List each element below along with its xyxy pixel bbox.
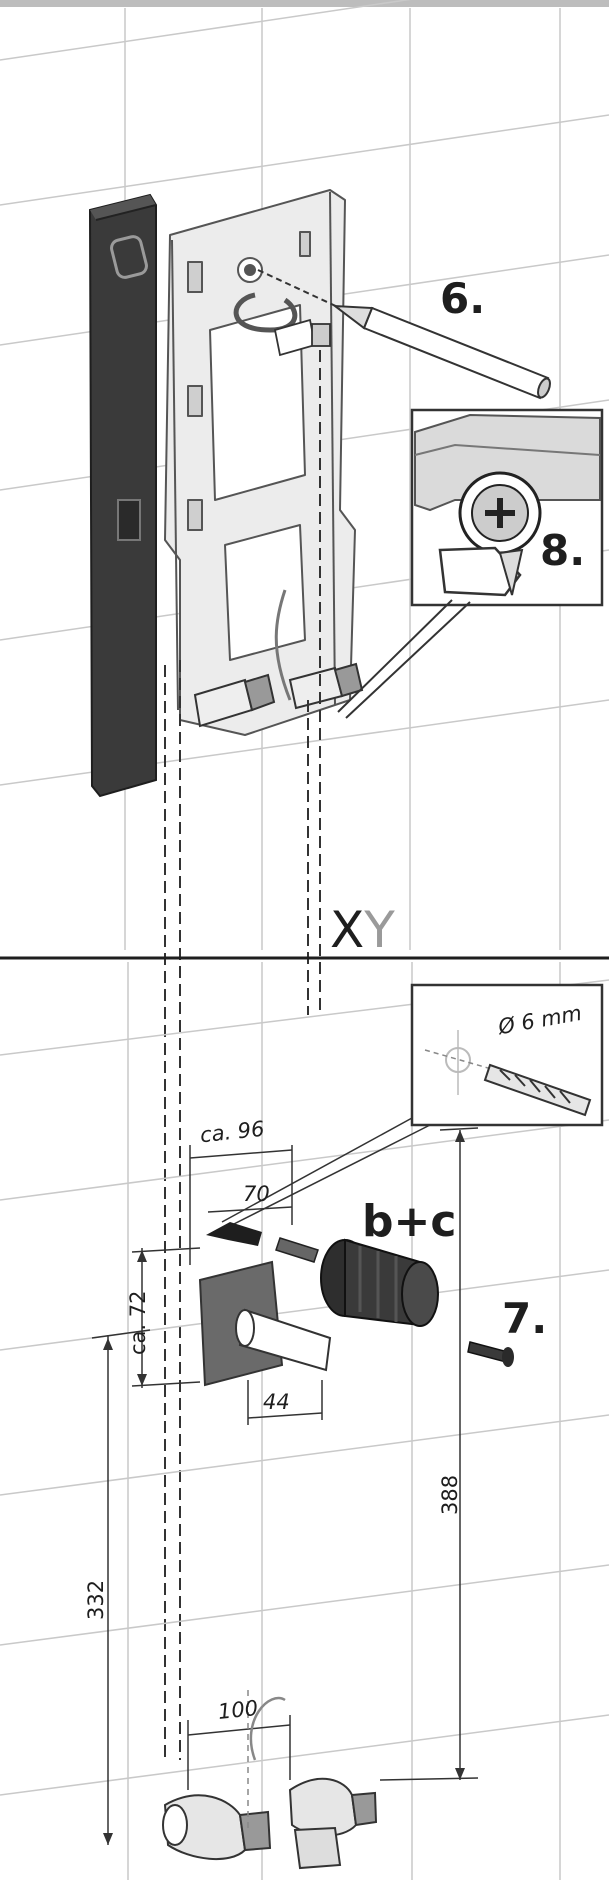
bottom-cable xyxy=(249,1696,286,1761)
wall-dowel xyxy=(275,1237,319,1263)
wall-pipe xyxy=(198,1260,332,1387)
step-8-label: 8. xyxy=(540,526,586,575)
dimension-lines xyxy=(91,1127,479,1845)
frame-wall-anchor xyxy=(273,318,331,357)
dimension-ca72: ca. 72 xyxy=(126,1290,150,1356)
dimension-100: 100 xyxy=(216,1695,260,1725)
step-7-label: 7. xyxy=(502,1294,548,1343)
detail-callout-8 xyxy=(410,408,604,607)
screw-head xyxy=(502,1347,514,1367)
drill-direction-arrow xyxy=(206,1222,262,1246)
cable-lower xyxy=(274,589,292,701)
dimension-70: 70 xyxy=(243,1182,270,1206)
plug-assembly-bc xyxy=(320,1238,439,1327)
dimension-332: 332 xyxy=(84,1579,108,1620)
dimension-arrows xyxy=(103,1130,465,1845)
section-marker-y: Y xyxy=(364,901,395,959)
kit-label: b+c xyxy=(362,1196,457,1247)
pencil xyxy=(331,304,551,400)
section-marker-x: X xyxy=(330,901,365,959)
bottom-water-fittings xyxy=(162,1777,378,1870)
spirit-level xyxy=(88,193,157,798)
drill-leader-b xyxy=(225,1124,431,1229)
top-border xyxy=(0,0,609,7)
callout-leader-b xyxy=(345,601,471,719)
section-marker: XY xyxy=(330,905,395,955)
drill-detail-box xyxy=(410,983,604,1127)
cable-loop xyxy=(233,292,298,333)
pencil-mark-guide xyxy=(257,269,341,309)
step-6-label: 6. xyxy=(440,274,486,323)
dimension-44: 44 xyxy=(263,1390,290,1414)
drill-leader-a xyxy=(221,1117,413,1223)
fixing-screw xyxy=(467,1341,509,1363)
dimension-388: 388 xyxy=(438,1474,462,1515)
callout-leader-a xyxy=(337,599,453,713)
frame-water-fittings xyxy=(193,662,364,728)
projection-lines xyxy=(164,350,321,1760)
